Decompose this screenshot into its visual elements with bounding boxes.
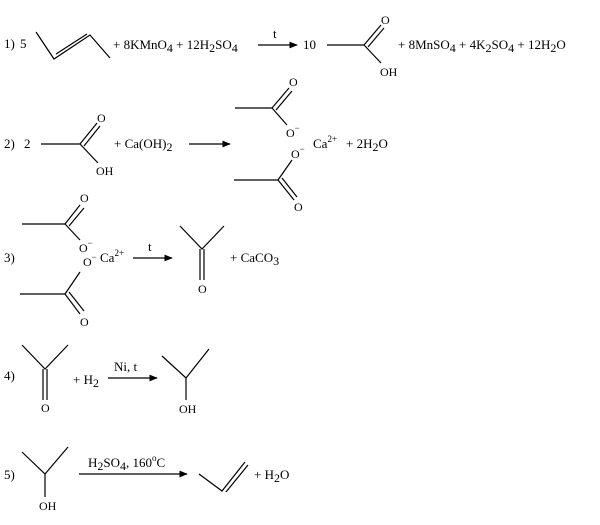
reaction-2: 2) 2 O OH + Ca(OH)2 O O− O− Ca2+ O +	[4, 75, 388, 214]
acetic-acid-structure: O OH	[327, 13, 398, 79]
arrow-label: t	[273, 26, 277, 41]
products: + 8MnSO4 + 4K2SO4 + 12H2O	[398, 37, 566, 55]
reaction-number: 4)	[4, 368, 15, 383]
reaction-number: 3)	[4, 250, 15, 265]
calcium-ion: Ca2+	[313, 134, 337, 151]
hydroxyl-group: OH	[96, 164, 114, 178]
carboxylate-oxygen: O−	[291, 144, 305, 161]
propene-structure	[198, 461, 249, 493]
carbonyl-oxygen: O	[294, 200, 303, 214]
coefficient: 10	[303, 37, 316, 52]
isopropanol-structure: OH	[21, 446, 69, 513]
isopropanol-structure: OH	[161, 348, 210, 416]
carbonyl-oxygen: O	[41, 401, 50, 415]
products: + CaCO3	[230, 250, 279, 268]
products: + H2O	[254, 467, 289, 485]
calcium-acetate-structure: O O− O− Ca2+ O	[20, 191, 124, 329]
reaction-number: 1)	[4, 36, 15, 51]
but-2-ene-structure	[35, 31, 111, 60]
arrow-label: H2SO4, 160oC	[88, 453, 165, 473]
products: + 2H2O	[346, 136, 388, 154]
arrow-label: t	[148, 239, 152, 254]
acetone-structure: O	[21, 344, 69, 415]
reaction-1: 1) 5 + 8KMnO4 + 12H2SO4 t 10 O OH + 8MnS…	[4, 13, 566, 79]
calcium-ion: Ca2+	[100, 248, 124, 265]
reagents: + H2	[73, 372, 99, 390]
carbonyl-oxygen: O	[381, 13, 390, 27]
carboxylate-oxygen: O−	[79, 238, 93, 255]
carbonyl-oxygen: O	[289, 75, 298, 89]
carbonyl-oxygen: O	[80, 315, 89, 329]
arrow-label: Ni, t	[114, 359, 138, 374]
coefficient: 2	[24, 136, 31, 151]
hydroxyl-group: OH	[179, 402, 197, 416]
hydroxyl-group: OH	[380, 65, 398, 79]
reagents: + 8KMnO4 + 12H2SO4	[113, 37, 238, 55]
hydroxyl-group: OH	[39, 499, 57, 513]
reagents: + Ca(OH)2	[114, 136, 172, 154]
reaction-5: 5) OH H2SO4, 160oC + H2O	[4, 446, 289, 513]
carbonyl-oxygen: O	[97, 111, 106, 125]
acetic-acid-structure: O OH	[41, 111, 114, 178]
carbonyl-oxygen: O	[80, 191, 89, 205]
reaction-3: 3) O O− O− Ca2+ O t O + CaCO3	[4, 191, 279, 329]
coefficient: 5	[20, 36, 27, 51]
calcium-acetate-structure: O O− O− Ca2+ O	[234, 75, 337, 214]
carboxylate-oxygen: O−	[286, 123, 300, 140]
reaction-number: 5)	[4, 467, 15, 482]
reaction-4: 4) O + H2 Ni, t OH	[4, 344, 210, 416]
carbonyl-oxygen: O	[198, 282, 207, 296]
acetone-structure: O	[179, 225, 225, 296]
reaction-number: 2)	[4, 136, 15, 151]
carboxylate-oxygen: O−	[83, 252, 97, 269]
